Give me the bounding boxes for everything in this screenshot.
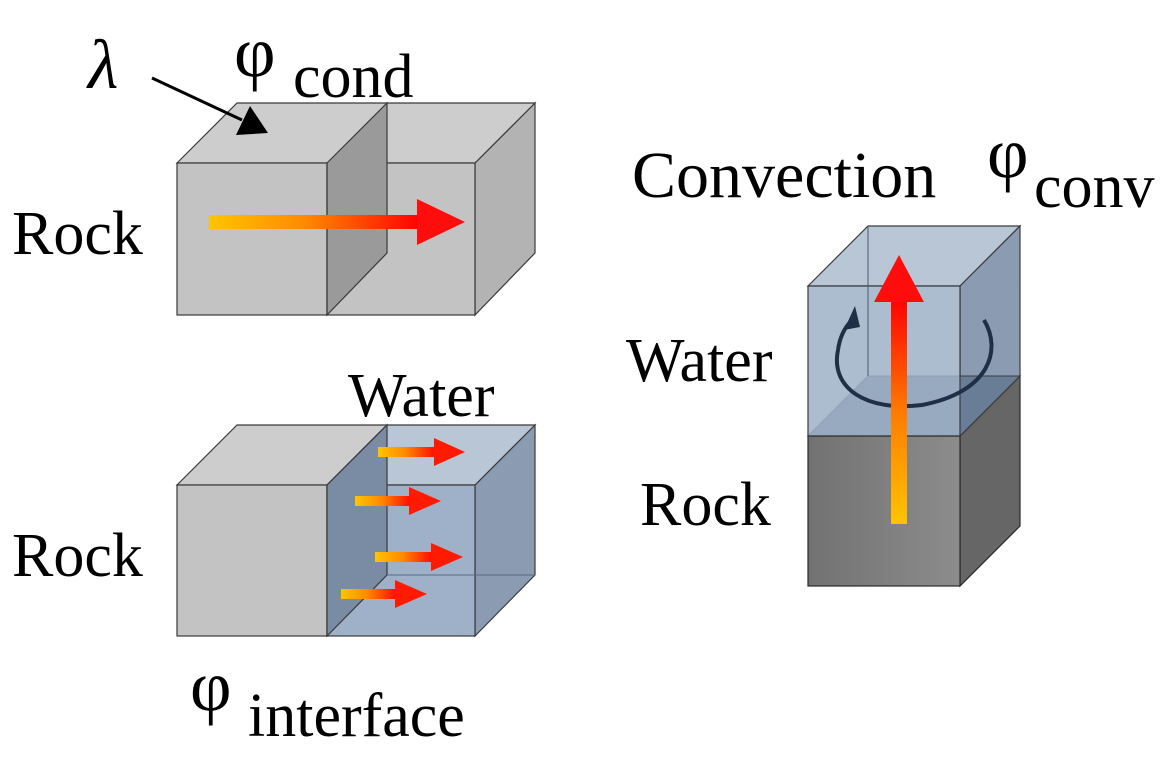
circulation-swirl-icon [834,306,994,409]
rock-label-top: Rock [12,200,143,268]
rock-label-bottom: Rock [12,522,143,590]
interface-arrow-icon-4 [341,580,427,608]
interface-arrow-icon-1 [378,438,465,466]
rock-label-right: Rock [640,471,771,539]
conduction-block [175,101,537,317]
interface-block [175,423,537,638]
lambda-pointer-icon [151,76,268,135]
interface-arrow-icon-3 [375,543,463,571]
water-column-front-face [807,285,961,437]
conduction-arrow-icon [209,199,465,245]
rock-front-face [176,162,476,316]
phi-cond-subscript: cond [293,43,414,111]
convection-arrow-icon [874,255,924,524]
convection-column [806,224,1022,588]
interface-arrow-icon-2 [355,487,441,515]
rock-dark-front-face [807,435,961,587]
phi-conv-symbol: φ [987,113,1029,193]
phi-cond-symbol: φ [234,12,276,92]
lambda-label: λ [86,27,118,104]
phi-conv-subscript: conv [1034,153,1155,221]
phi-interface-subscript: interface [248,682,465,750]
rock-front-face-interface [176,484,328,637]
water-label-right: Water [626,327,773,395]
convection-label: Convection [632,139,936,212]
water-label-bottom: Water [348,362,495,430]
phi-interface-symbol: φ [190,646,232,726]
